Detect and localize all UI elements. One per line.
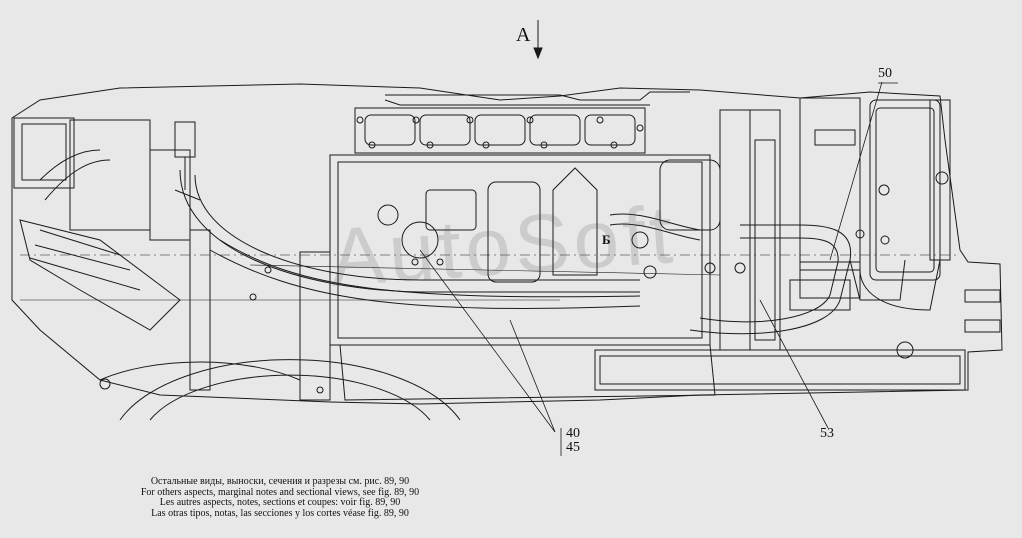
callout-40: 40 xyxy=(566,426,580,441)
oil-pan xyxy=(339,344,716,401)
view-label-a: А xyxy=(516,24,531,46)
radiator xyxy=(869,99,941,281)
exhaust-pipe xyxy=(19,219,181,331)
callout-53: 53 xyxy=(820,426,834,441)
cylinder-head xyxy=(354,107,646,154)
oil-filter xyxy=(487,181,541,283)
fuel-filter xyxy=(552,167,598,276)
leader-53 xyxy=(759,299,829,429)
gearbox-block xyxy=(69,119,151,231)
note-ru: Остальные виды, выноски, сечения и разре… xyxy=(150,476,410,487)
leader-40-45 xyxy=(419,249,556,433)
hose-right xyxy=(689,224,852,335)
drawing-notes: Остальные виды, выноски, сечения и разре… xyxy=(110,476,450,519)
inline-letter-b: Б xyxy=(602,232,611,247)
callout-45: 45 xyxy=(566,440,580,455)
outline-contour xyxy=(11,83,1003,405)
callout-50: 50 xyxy=(878,66,892,81)
leader-50 xyxy=(829,81,883,261)
frame-rail xyxy=(594,349,966,391)
wheel-arc xyxy=(119,359,461,421)
fan-pulley xyxy=(754,139,776,341)
note-en: For others aspects, marginal notes and s… xyxy=(140,486,420,498)
flywheel-housing xyxy=(13,117,75,189)
note-es: Las otras tipos, notas, las secciones y … xyxy=(151,507,409,519)
note-fr: Les autres aspects, notes, sections et c… xyxy=(159,497,401,508)
